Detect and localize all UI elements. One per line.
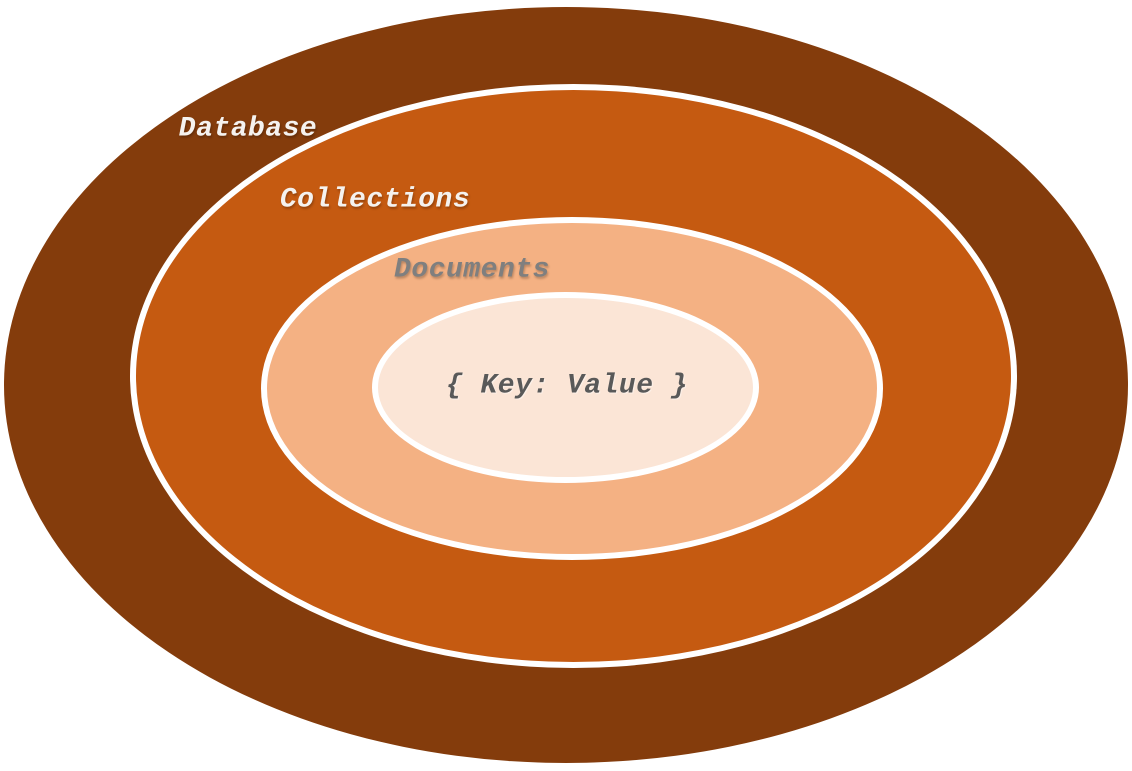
key-value-ellipse bbox=[372, 292, 759, 483]
key-value-label: { Key: Value } bbox=[445, 370, 689, 402]
documents-label: Documents bbox=[394, 254, 550, 286]
database-label: Database bbox=[178, 113, 318, 145]
collections-label: Collections bbox=[279, 184, 471, 216]
